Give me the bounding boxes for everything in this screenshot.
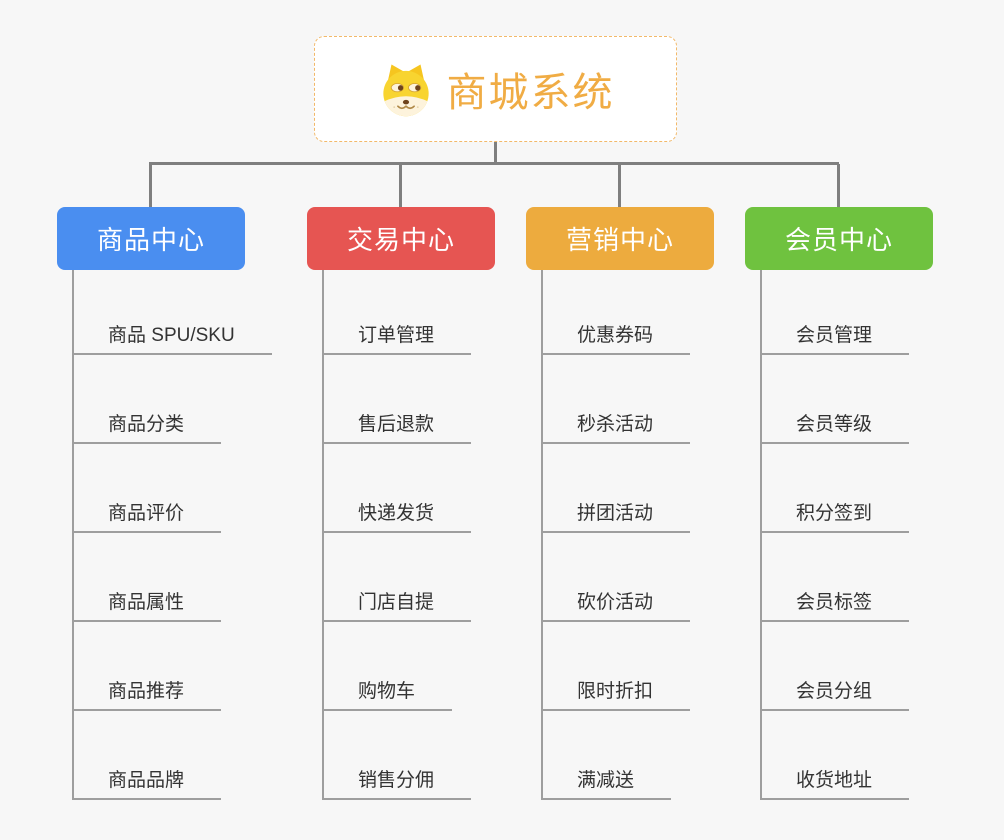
branch-member-center: 会员中心 会员管理 会员等级 积分签到 会员标签 会员分组 收货地址: [745, 207, 985, 800]
child-row: 会员标签: [762, 533, 910, 622]
branch-node-member[interactable]: 会员中心: [745, 207, 933, 270]
child-node[interactable]: 门店自提: [324, 587, 472, 622]
child-row: 商品属性: [74, 533, 222, 622]
child-node[interactable]: 会员标签: [762, 587, 910, 622]
child-row: 会员分组: [762, 622, 910, 711]
child-row: 商品评价: [74, 444, 222, 533]
child-row: 购物车: [324, 622, 453, 711]
connector-drop-trade: [399, 164, 402, 207]
child-node[interactable]: 售后退款: [324, 409, 472, 444]
child-node[interactable]: 砍价活动: [543, 587, 691, 622]
branch-children-trade: 订单管理 售后退款 快递发货 门店自提 购物车 销售分佣: [322, 270, 547, 800]
child-node[interactable]: 商品推荐: [74, 676, 222, 711]
child-row: 砍价活动: [543, 533, 691, 622]
child-row: 商品推荐: [74, 622, 222, 711]
child-node[interactable]: 商品 SPU/SKU: [74, 320, 272, 355]
child-node[interactable]: 限时折扣: [543, 676, 691, 711]
child-node[interactable]: 会员管理: [762, 320, 910, 355]
branch-children-member: 会员管理 会员等级 积分签到 会员标签 会员分组 收货地址: [760, 270, 985, 800]
branch-children-product: 商品 SPU/SKU 商品分类 商品评价 商品属性 商品推荐 商品品牌: [72, 270, 297, 800]
branch-children-marketing: 优惠券码 秒杀活动 拼团活动 砍价活动 限时折扣 满减送: [541, 270, 766, 800]
child-row: 商品品牌: [74, 711, 222, 800]
child-node[interactable]: 商品评价: [74, 498, 222, 533]
child-row: 商品 SPU/SKU: [74, 270, 272, 355]
child-node[interactable]: 收货地址: [762, 765, 910, 800]
child-row: 收货地址: [762, 711, 910, 800]
connector-horizontal-bar: [149, 162, 839, 165]
child-node[interactable]: 销售分佣: [324, 765, 472, 800]
dog-face-icon: [377, 60, 435, 118]
child-node[interactable]: 快递发货: [324, 498, 472, 533]
child-node[interactable]: 购物车: [324, 676, 453, 711]
child-row: 满减送: [543, 711, 672, 800]
child-row: 售后退款: [324, 355, 472, 444]
child-row: 积分签到: [762, 444, 910, 533]
connector-drop-marketing: [618, 164, 621, 207]
child-node[interactable]: 商品品牌: [74, 765, 222, 800]
child-node[interactable]: 会员分组: [762, 676, 910, 711]
child-node[interactable]: 商品属性: [74, 587, 222, 622]
connector-drop-product: [149, 164, 152, 207]
branch-marketing-center: 营销中心 优惠券码 秒杀活动 拼团活动 砍价活动 限时折扣 满减送: [526, 207, 766, 800]
child-node[interactable]: 订单管理: [324, 320, 472, 355]
child-row: 门店自提: [324, 533, 472, 622]
child-node[interactable]: 拼团活动: [543, 498, 691, 533]
child-node[interactable]: 会员等级: [762, 409, 910, 444]
child-row: 秒杀活动: [543, 355, 691, 444]
child-row: 销售分佣: [324, 711, 472, 800]
child-node[interactable]: 满减送: [543, 765, 672, 800]
child-row: 快递发货: [324, 444, 472, 533]
branch-node-trade[interactable]: 交易中心: [307, 207, 495, 270]
child-row: 优惠券码: [543, 270, 691, 355]
child-row: 商品分类: [74, 355, 222, 444]
child-node[interactable]: 积分签到: [762, 498, 910, 533]
child-node[interactable]: 秒杀活动: [543, 409, 691, 444]
branch-product-center: 商品中心 商品 SPU/SKU 商品分类 商品评价 商品属性 商品推荐 商品品牌: [57, 207, 297, 800]
branch-node-product[interactable]: 商品中心: [57, 207, 245, 270]
root-node[interactable]: 商城系统: [314, 36, 677, 142]
branch-node-marketing[interactable]: 营销中心: [526, 207, 714, 270]
child-row: 订单管理: [324, 270, 472, 355]
child-row: 拼团活动: [543, 444, 691, 533]
child-row: 会员管理: [762, 270, 910, 355]
child-node[interactable]: 商品分类: [74, 409, 222, 444]
branch-trade-center: 交易中心 订单管理 售后退款 快递发货 门店自提 购物车 销售分佣: [307, 207, 547, 800]
child-row: 会员等级: [762, 355, 910, 444]
child-row: 限时折扣: [543, 622, 691, 711]
connector-root-stub: [494, 142, 497, 164]
root-title: 商城系统: [446, 71, 615, 115]
child-node[interactable]: 优惠券码: [543, 320, 691, 355]
connector-drop-member: [837, 164, 840, 207]
